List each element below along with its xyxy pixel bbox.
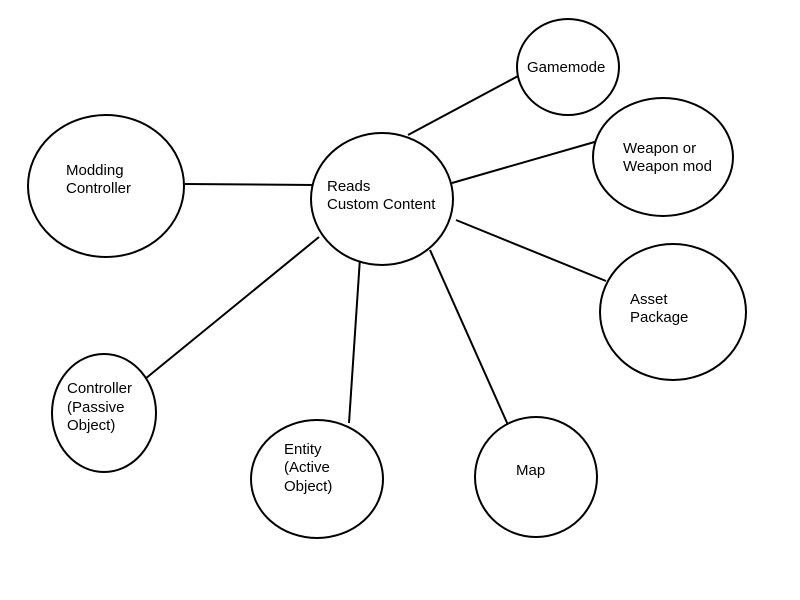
map-node: Map (474, 416, 598, 538)
entity-node-shape (250, 419, 384, 539)
controller-node: Controller (Passive Object) (51, 353, 157, 473)
connectors (144, 74, 607, 426)
edge-hub-controller (144, 236, 320, 380)
hub-node-shape (310, 132, 454, 266)
gamemode-node-shape (516, 18, 620, 116)
entity-label-line2: (Active (284, 459, 330, 476)
weapon-label-line1: Weapon or (623, 140, 696, 157)
modding-controller-node: Modding Controller (27, 114, 185, 258)
edge-hub-entity (348, 257, 361, 424)
gamemode-label: Gamemode (527, 59, 605, 76)
edge-modding-controller-hub (184, 183, 316, 186)
hub-label-line1: Reads (327, 178, 370, 195)
edge-hub-asset-package (455, 219, 607, 282)
edge-hub-weapon (451, 140, 599, 184)
edge-hub-gamemode (407, 74, 521, 136)
controller-label-line3: Object) (67, 417, 115, 434)
modding-controller-label-line1: Modding (66, 162, 124, 179)
edge-hub-map (429, 249, 509, 426)
asset-package-node: Asset Package (599, 243, 747, 381)
entity-node: Entity (Active Object) (250, 419, 384, 539)
asset-package-label-line2: Package (630, 309, 688, 326)
map-label: Map (516, 462, 545, 479)
controller-label-line2: (Passive (67, 399, 125, 416)
entity-label-line1: Entity (284, 441, 322, 458)
weapon-label-line2: Weapon mod (623, 158, 712, 175)
weapon-node-shape (592, 97, 734, 217)
map-node-shape (474, 416, 598, 538)
modding-controller-label-line2: Controller (66, 180, 131, 197)
entity-label-line3: Object) (284, 478, 332, 495)
hub-label-line2: Custom Content (327, 196, 436, 213)
asset-package-node-shape (599, 243, 747, 381)
gamemode-node: Gamemode (516, 18, 620, 116)
hub-node: Reads Custom Content (310, 132, 454, 266)
controller-label-line1: Controller (67, 380, 132, 397)
controller-node-shape (51, 353, 157, 473)
modding-controller-node-shape (27, 114, 185, 258)
asset-package-label-line1: Asset (630, 291, 668, 308)
weapon-node: Weapon or Weapon mod (592, 97, 734, 217)
